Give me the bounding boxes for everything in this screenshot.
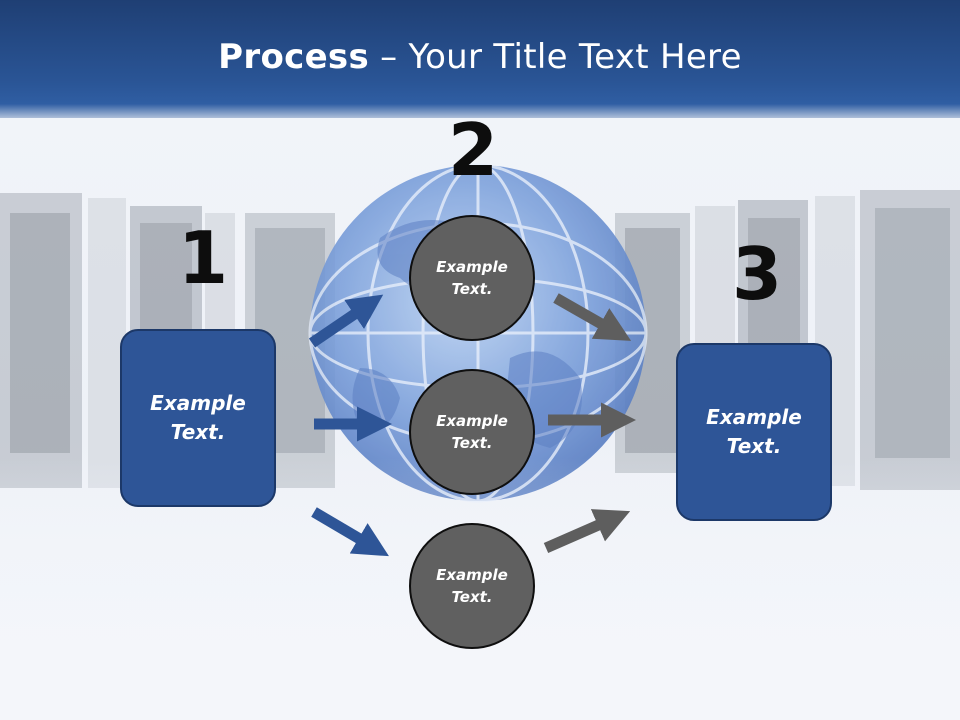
circle-2: Example Text.	[409, 369, 535, 495]
arrow-step1-to-circle1	[308, 294, 384, 348]
arrow-step1-to-circle3	[311, 507, 389, 557]
step-1-text: Example Text.	[150, 391, 246, 444]
title-rest: – Your Title Text Here	[369, 37, 742, 77]
circle-3: Example Text.	[409, 523, 535, 649]
circle-1-text: Example Text.	[436, 257, 508, 299]
slide-title: Process – Your Title Text Here	[218, 37, 742, 77]
title-bar: Process – Your Title Text Here	[0, 0, 960, 118]
step-3-text: Example Text.	[706, 405, 802, 458]
step-1-number: 1	[178, 216, 229, 300]
step-1-box: Example Text.	[120, 329, 276, 507]
circle-1: Example Text.	[409, 215, 535, 341]
step-3-number: 3	[732, 232, 783, 316]
circle-3-text: Example Text.	[436, 565, 508, 607]
arrow-circle1-to-step3	[553, 293, 632, 341]
step-3-box: Example Text.	[676, 343, 832, 521]
arrow-circle3-to-step3	[543, 509, 631, 554]
title-bold: Process	[218, 37, 370, 77]
circle-2-text: Example Text.	[436, 411, 508, 453]
step-2-number: 2	[448, 108, 499, 192]
